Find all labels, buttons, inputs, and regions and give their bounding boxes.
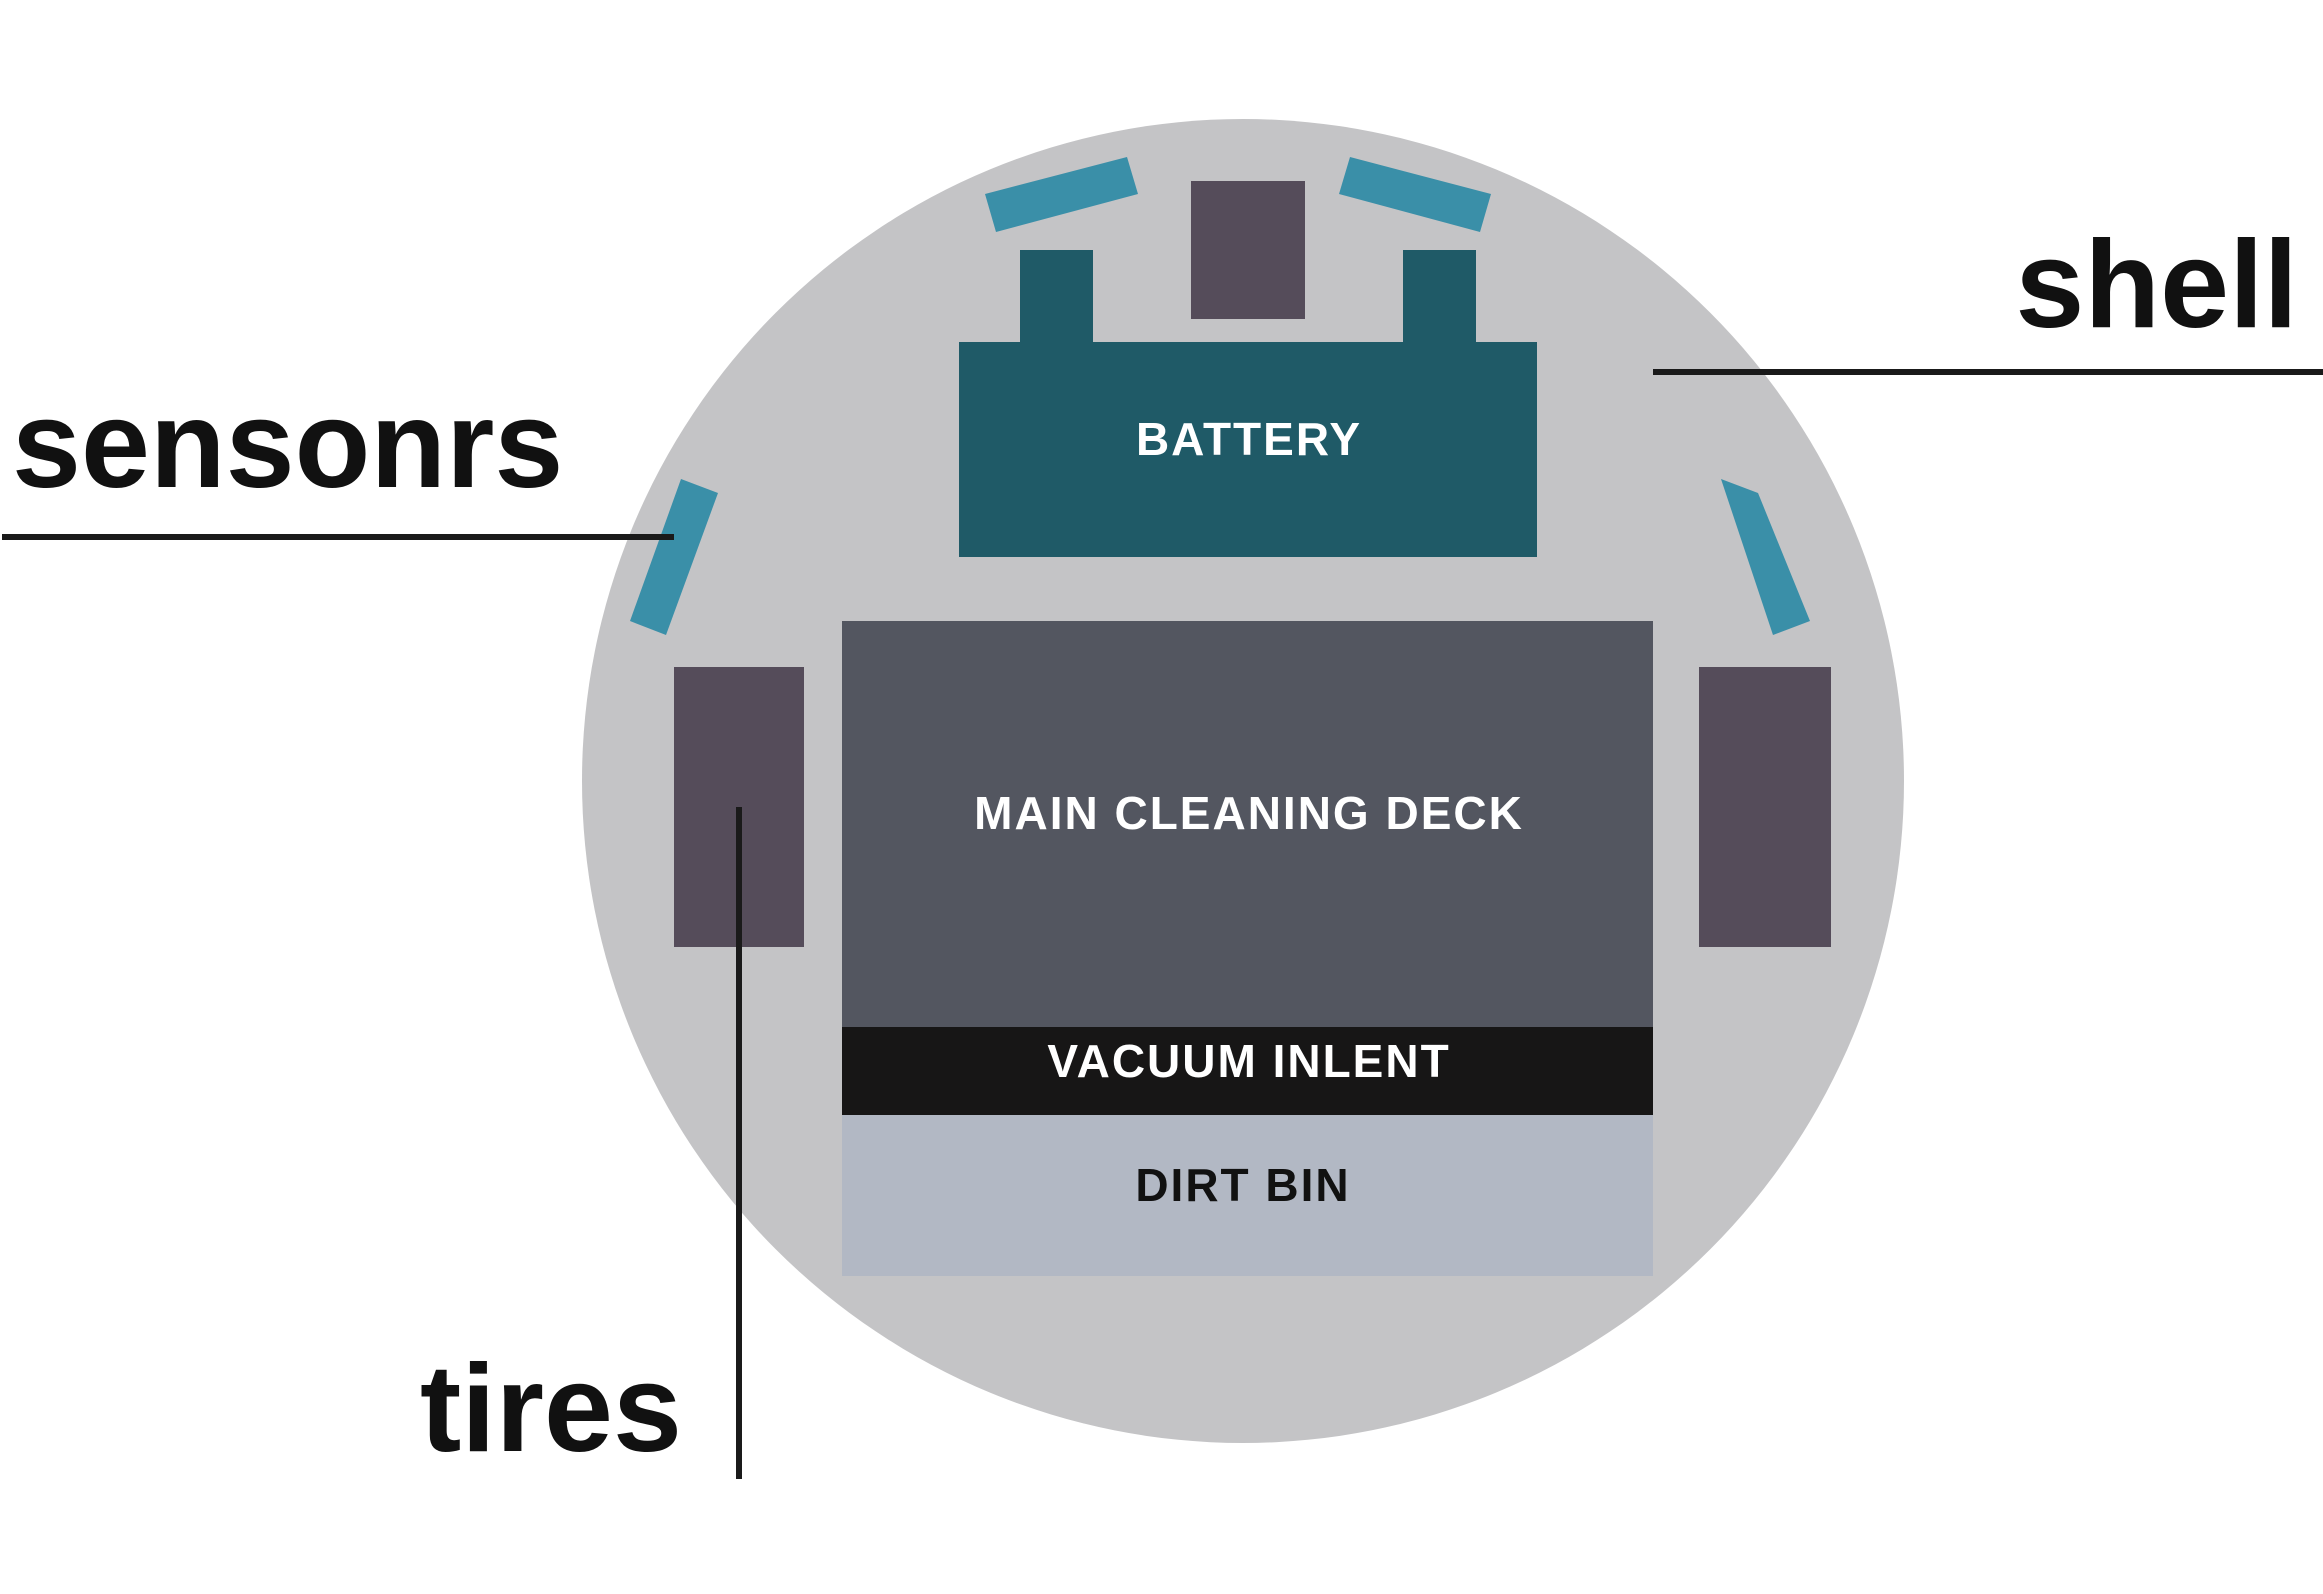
- sensor-right: [1721, 479, 1810, 635]
- sensors-callout-label: sensonrs: [12, 376, 563, 514]
- vacuum-inlet: VACUUM INLENT: [842, 1027, 1653, 1115]
- sensor-top-left: [985, 157, 1138, 232]
- battery-label: BATTERY: [1136, 413, 1362, 465]
- main-deck-body: [842, 621, 1653, 1027]
- battery-terminal-right: [1403, 250, 1476, 346]
- shell-callout-label: shell: [2015, 216, 2298, 354]
- tire-right: [1699, 667, 1831, 947]
- main-deck-label: MAIN CLEANING DECK: [974, 787, 1524, 839]
- dirt-bin: DIRT BIN: [842, 1115, 1653, 1276]
- vacuum-inlet-label: VACUUM INLENT: [1047, 1035, 1450, 1087]
- sensor-top-right: [1339, 157, 1491, 232]
- top-center-block: [1191, 181, 1305, 319]
- sensor-left: [630, 479, 718, 635]
- battery-terminal-left: [1020, 250, 1093, 346]
- battery: BATTERY: [959, 250, 1537, 557]
- dirt-bin-body: [842, 1115, 1653, 1276]
- tires-callout-label: tires: [420, 1340, 682, 1478]
- vacuum-inlet-body: [842, 1027, 1653, 1115]
- main-cleaning-deck: MAIN CLEANING DECK: [842, 621, 1653, 1027]
- battery-body: [959, 342, 1537, 557]
- dirt-bin-label: DIRT BIN: [1135, 1159, 1350, 1211]
- sensors-group: [630, 157, 1810, 635]
